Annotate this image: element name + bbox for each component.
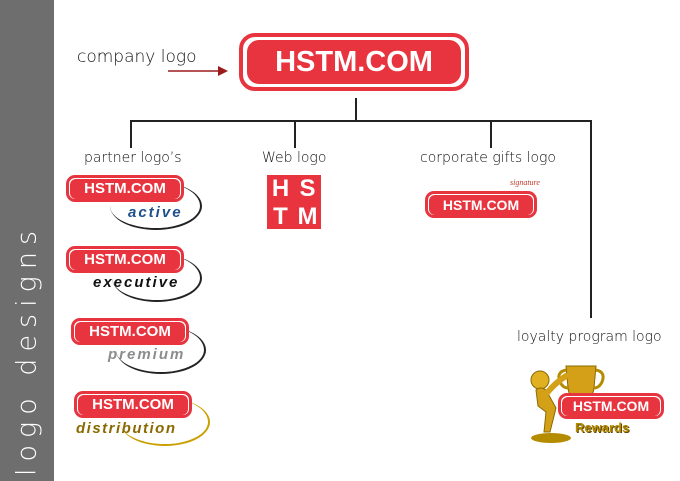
web-logo-letter: S (299, 175, 316, 202)
connector-partner (130, 120, 132, 148)
arrow-right-icon (168, 66, 228, 76)
connector-loyalty (590, 120, 592, 318)
partner-logo-distribution-text: HSTM.COM (78, 394, 188, 415)
partner-executive-swoosh (112, 254, 202, 302)
main-company-logo: HSTM.COM (239, 33, 469, 91)
corporate-gifts-label: corporate gifts logo (420, 150, 556, 166)
connector-root-down (355, 98, 357, 121)
partner-logo-active: HSTM.COM (66, 175, 184, 202)
loyalty-program-label: loyalty program logo (517, 329, 662, 345)
partner-logo-premium: HSTM.COM (71, 318, 189, 345)
partner-distribution-swoosh (120, 398, 210, 446)
loyalty-rewards-subtitle: Rewards (575, 420, 630, 435)
web-logo-letter: M (297, 203, 318, 230)
partner-logo-premium-text: HSTM.COM (75, 321, 185, 342)
loyalty-logo-text: HSTM.COM (562, 396, 660, 416)
partner-premium-subtitle: premium (108, 346, 186, 363)
web-logo-label: Web logo (262, 150, 327, 166)
partner-logo-active-text: HSTM.COM (70, 178, 180, 199)
web-logo-letter: H (271, 175, 290, 202)
sidebar: logo designs (0, 0, 54, 481)
partner-logo-executive: HSTM.COM (66, 246, 184, 273)
company-logo-label: company logo (77, 47, 197, 67)
corporate-gifts-logo: HSTM.COM (425, 191, 537, 218)
connector-web (294, 120, 296, 148)
web-logo: H S T M (267, 175, 321, 230)
connector-corporate (490, 120, 492, 148)
sidebar-title: logo designs (11, 223, 43, 477)
connector-horizontal (130, 120, 592, 122)
loyalty-program-logo: HSTM.COM (558, 393, 664, 419)
partner-executive-subtitle: executive (93, 274, 180, 291)
corporate-signature-text: signature (510, 178, 540, 187)
partner-active-swoosh (110, 182, 202, 230)
partner-logos-label: partner logo’s (84, 150, 182, 166)
corporate-logo-text: HSTM.COM (429, 194, 533, 215)
partner-active-subtitle: active (128, 204, 183, 221)
main-logo-text: HSTM.COM (247, 40, 461, 84)
partner-premium-swoosh (116, 326, 206, 374)
web-logo-letter: T (273, 203, 288, 230)
partner-logo-executive-text: HSTM.COM (70, 249, 180, 270)
partner-logo-distribution: HSTM.COM (74, 391, 192, 418)
partner-distribution-subtitle: distribution (76, 420, 177, 437)
